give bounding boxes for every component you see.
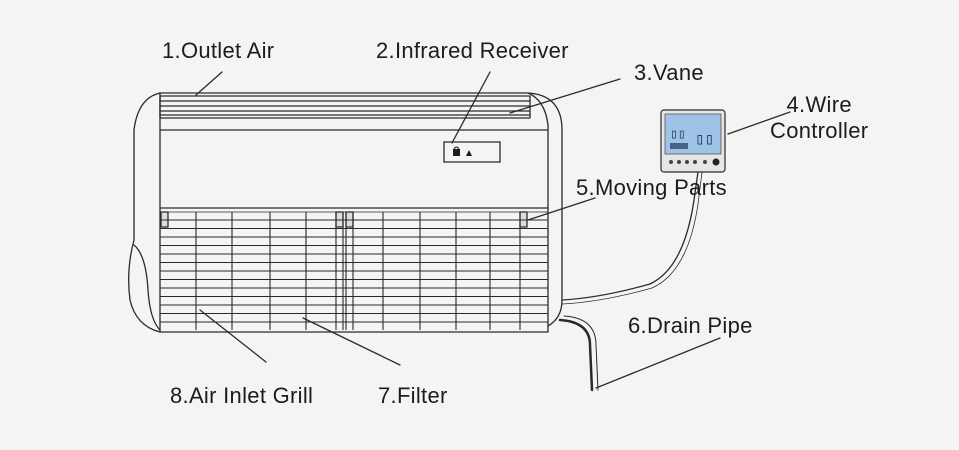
leader-air-inlet-grill [199, 309, 267, 363]
controller-cable [561, 171, 699, 301]
leader-vane [509, 78, 621, 114]
controller-button-4 [693, 160, 697, 164]
leader-infrared-receiver [451, 71, 491, 144]
controller-button-5 [703, 160, 707, 164]
label-outlet-air: 1.Outlet Air [162, 38, 275, 63]
controller-button-3 [685, 160, 689, 164]
controller-power-button [712, 158, 720, 166]
label-vane: 3.Vane [634, 60, 704, 85]
svg-text:▯▯: ▯▯ [695, 131, 714, 149]
lock-shackle [453, 146, 460, 150]
label-infrared-receiver: 2.Infrared Receiver [376, 38, 569, 63]
svg-text:▯▯: ▯▯ [670, 127, 686, 142]
label-wire-controller: 4.Wire Controller [770, 92, 868, 144]
leader-moving-parts [527, 197, 596, 221]
leader-filter [302, 317, 401, 366]
leader-outlet-air [195, 71, 223, 96]
moving-part-hinge-right [519, 211, 528, 228]
moving-part-hinge-middle-2 [345, 211, 354, 228]
moving-part-hinge-left [160, 211, 169, 228]
leader-wire-controller [727, 111, 791, 135]
controller-button-2 [677, 160, 681, 164]
lock-icon [453, 149, 460, 156]
controller-button-1 [669, 160, 673, 164]
label-air-inlet-grill: 8.Air Inlet Grill [170, 383, 314, 408]
wire-controller: ▯▯ ▯▯ [660, 109, 726, 173]
label-drain-pipe: 6.Drain Pipe [628, 313, 753, 338]
person-icon [466, 150, 472, 156]
air-inlet-grill [160, 212, 548, 330]
infrared-receiver-window [443, 141, 501, 163]
label-wire-controller-line2: Controller [770, 118, 869, 143]
label-moving-parts: 5.Moving Parts [576, 175, 727, 200]
label-filter: 7.Filter [378, 383, 448, 408]
leader-drain-pipe [595, 337, 721, 389]
moving-part-hinge-middle [335, 211, 344, 228]
unit-body-outline [128, 92, 563, 333]
controller-screen [664, 113, 722, 155]
drain-pipe [558, 318, 594, 392]
label-wire-controller-line1: 4.Wire [786, 92, 852, 117]
right-side-panel [527, 92, 549, 327]
